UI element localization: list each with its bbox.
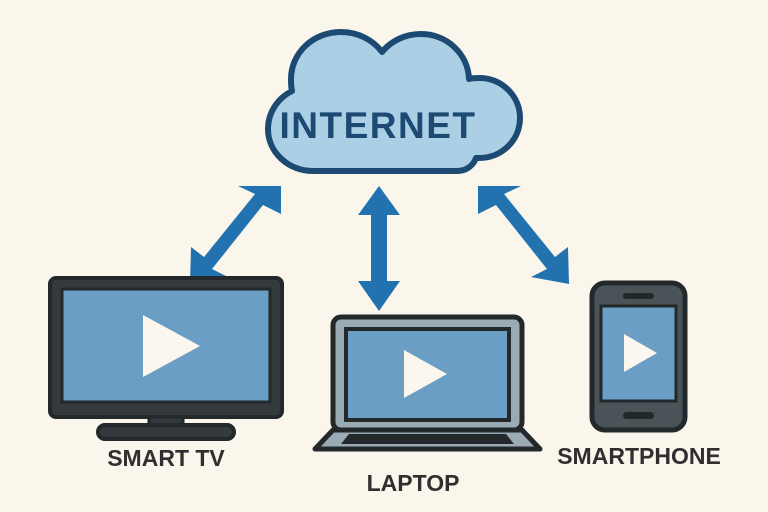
smartphone-label: SMARTPHONE: [557, 443, 721, 469]
laptop-play-icon[interactable]: [404, 350, 447, 398]
arrow-right-shape: [478, 186, 569, 284]
laptop-keyboard-recess: [341, 434, 514, 444]
cloud-shape: [265, 29, 523, 174]
phone-home-button[interactable]: [623, 412, 654, 419]
arrow-internet-to-smartphone[interactable]: [478, 186, 569, 284]
tv-play-icon[interactable]: [143, 315, 200, 377]
internet-cloud[interactable]: INTERNET: [265, 29, 523, 174]
arrow-left-shape: [190, 186, 281, 284]
tv-stand-base: [96, 423, 236, 441]
device-smart-tv[interactable]: SMART TV: [48, 276, 284, 471]
cloud-label: INTERNET: [280, 105, 477, 146]
phone-play-icon[interactable]: [624, 334, 657, 372]
laptop-label: LAPTOP: [367, 470, 460, 496]
device-laptop[interactable]: LAPTOP: [312, 314, 543, 496]
smart-tv-label: SMART TV: [107, 445, 225, 471]
arrow-internet-to-laptop[interactable]: [358, 186, 400, 311]
arrow-center-shape: [358, 186, 400, 311]
device-smartphone[interactable]: SMARTPHONE: [557, 280, 721, 469]
phone-speaker: [623, 293, 654, 299]
arrow-internet-to-smart-tv[interactable]: [190, 186, 281, 284]
